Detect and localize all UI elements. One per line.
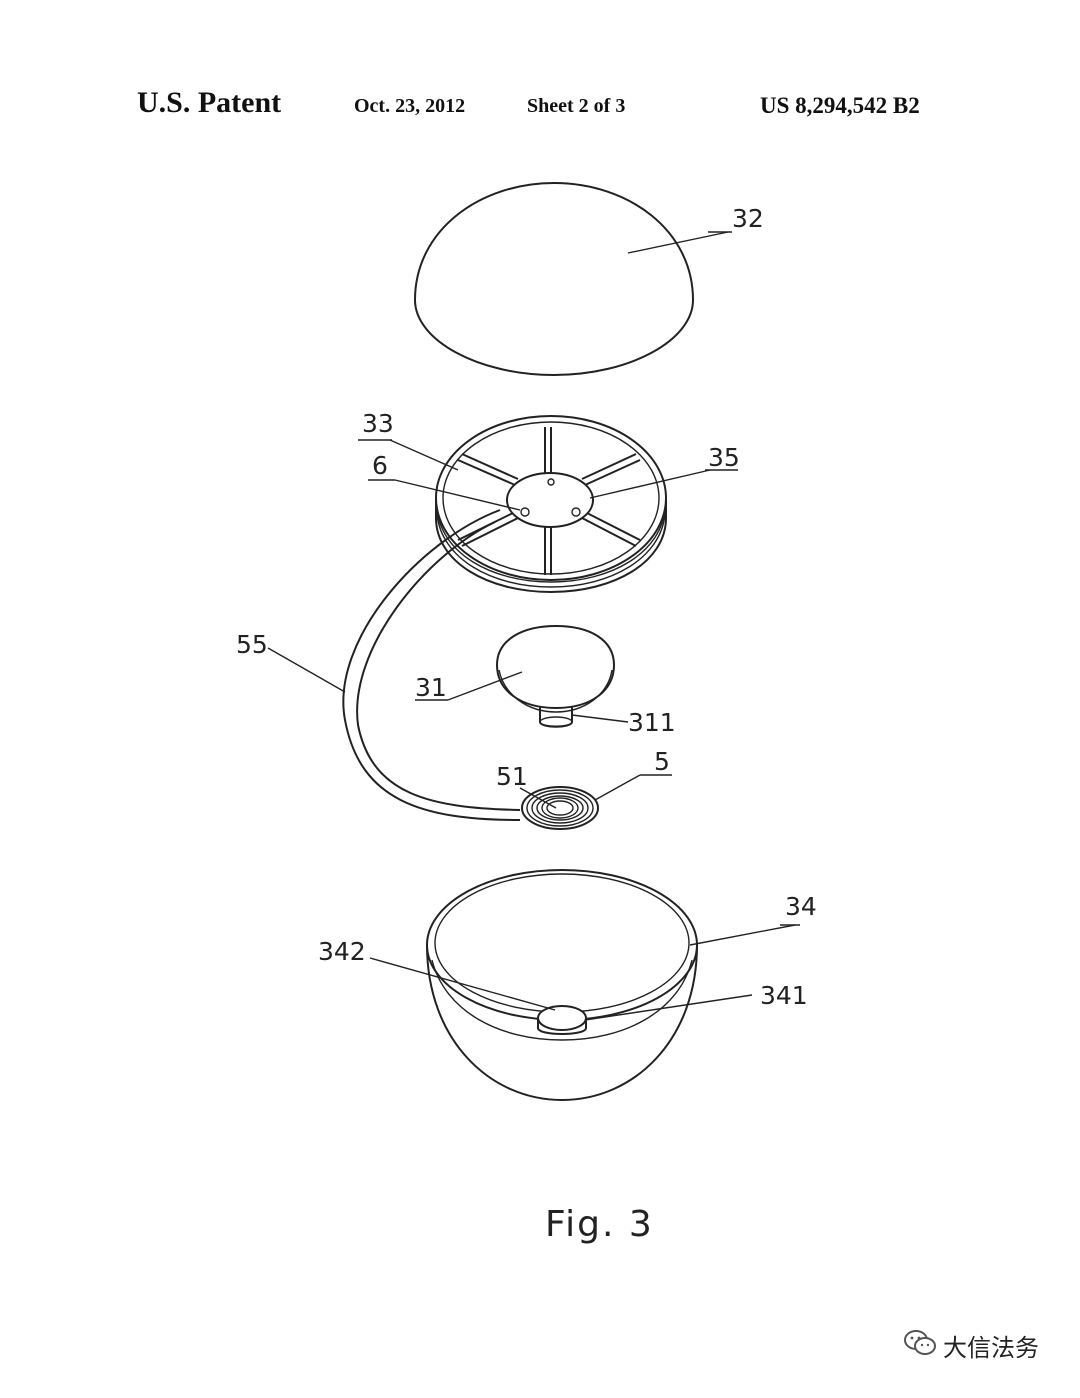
ref-label-342: 342 xyxy=(318,937,366,966)
knob xyxy=(495,624,616,728)
leader-311 xyxy=(571,714,629,723)
spoked-disc xyxy=(435,415,667,594)
ref-label-35: 35 xyxy=(708,443,740,472)
wechat-icon xyxy=(903,1329,937,1362)
watermark: 大信法务 xyxy=(903,1328,1039,1363)
leader-33 xyxy=(389,439,459,471)
patent-number: US 8,294,542 B2 xyxy=(760,93,920,118)
ref-label-34: 34 xyxy=(785,892,817,921)
ref-label-311: 311 xyxy=(628,708,676,737)
leader-5 xyxy=(594,774,641,801)
leader-341 xyxy=(584,994,753,1021)
spiral-coil xyxy=(521,786,599,830)
ref-label-5: 5 xyxy=(654,747,670,776)
leader-31 xyxy=(447,671,523,701)
leader-34 xyxy=(689,924,796,946)
leader-55 xyxy=(267,647,346,693)
patent-title: U.S. Patent xyxy=(137,86,282,119)
ref-label-51: 51 xyxy=(496,762,528,791)
sheet-number: Sheet 2 of 3 xyxy=(527,95,626,117)
ref-label-31: 31 xyxy=(415,673,447,702)
watermark-text: 大信法务 xyxy=(943,1334,1039,1362)
leader-32 xyxy=(627,231,729,254)
leader-342 xyxy=(369,957,556,1011)
figure-caption: Fig. 3 xyxy=(545,1204,654,1245)
leader-6 xyxy=(394,479,521,511)
bottom-bowl xyxy=(426,869,698,1102)
ref-label-32: 32 xyxy=(732,204,764,233)
ref-label-6: 6 xyxy=(372,451,388,480)
flexible-cable xyxy=(342,509,521,821)
top-dome xyxy=(413,181,695,377)
ref-label-33: 33 xyxy=(362,409,394,438)
leader-51 xyxy=(519,787,557,809)
leader-35 xyxy=(589,469,711,499)
patent-date: Oct. 23, 2012 xyxy=(354,95,466,117)
ref-label-55: 55 xyxy=(236,630,268,659)
ref-label-341: 341 xyxy=(760,981,808,1010)
